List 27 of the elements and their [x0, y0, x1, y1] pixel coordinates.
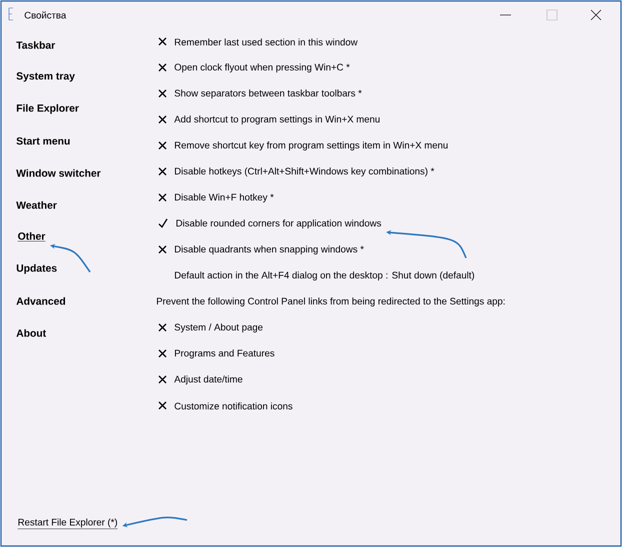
- option-text: Adjust date/time: [174, 376, 242, 384]
- tab-label: File Explorer: [16, 104, 79, 114]
- tab-label: Advanced: [16, 297, 66, 305]
- option-text: Customize notification icons: [174, 402, 292, 410]
- option-text: Disable Win+F hotkey *: [174, 194, 274, 202]
- tab-label: Window switcher: [16, 169, 101, 177]
- option-text: Disable hotkeys (Ctrl+Alt+Shift+Windows key combinations) *: [174, 168, 434, 176]
- option-text: Show separators between taskbar toolbars *: [174, 90, 362, 98]
- tab-label: Weather: [16, 201, 57, 209]
- tab-label: Start menu: [16, 137, 70, 145]
- option-text: Remove shortcut key from program settings item in Win+X menu: [174, 142, 448, 150]
- window-title: Свойства: [24, 11, 66, 19]
- option-text: Default action in the Alt+F4 dialog on the desktop : Shut down (default): [174, 272, 474, 280]
- option-text: Remember last used section in this window: [174, 38, 358, 46]
- tab-label: Taskbar: [16, 41, 56, 49]
- link: Restart File Explorer (*): [18, 518, 118, 530]
- option-text: Programs and Features: [174, 350, 274, 358]
- selected-tab: Other: [18, 232, 46, 242]
- option-text: Open clock flyout when pressing Win+C *: [174, 64, 350, 72]
- tab-label: About: [16, 329, 46, 337]
- section-note: Prevent the following Control Panel links from being redirected to the Settings app:: [156, 298, 505, 306]
- option-text: Add shortcut to program settings in Win+X menu: [174, 116, 380, 124]
- option-text: Disable rounded corners for application windows: [176, 220, 382, 228]
- option-text: System / About page: [174, 324, 263, 332]
- tab-label: System tray: [16, 72, 75, 82]
- tab-label: Updates: [16, 264, 57, 274]
- option-text: Disable quadrants when snapping windows *: [174, 246, 364, 254]
